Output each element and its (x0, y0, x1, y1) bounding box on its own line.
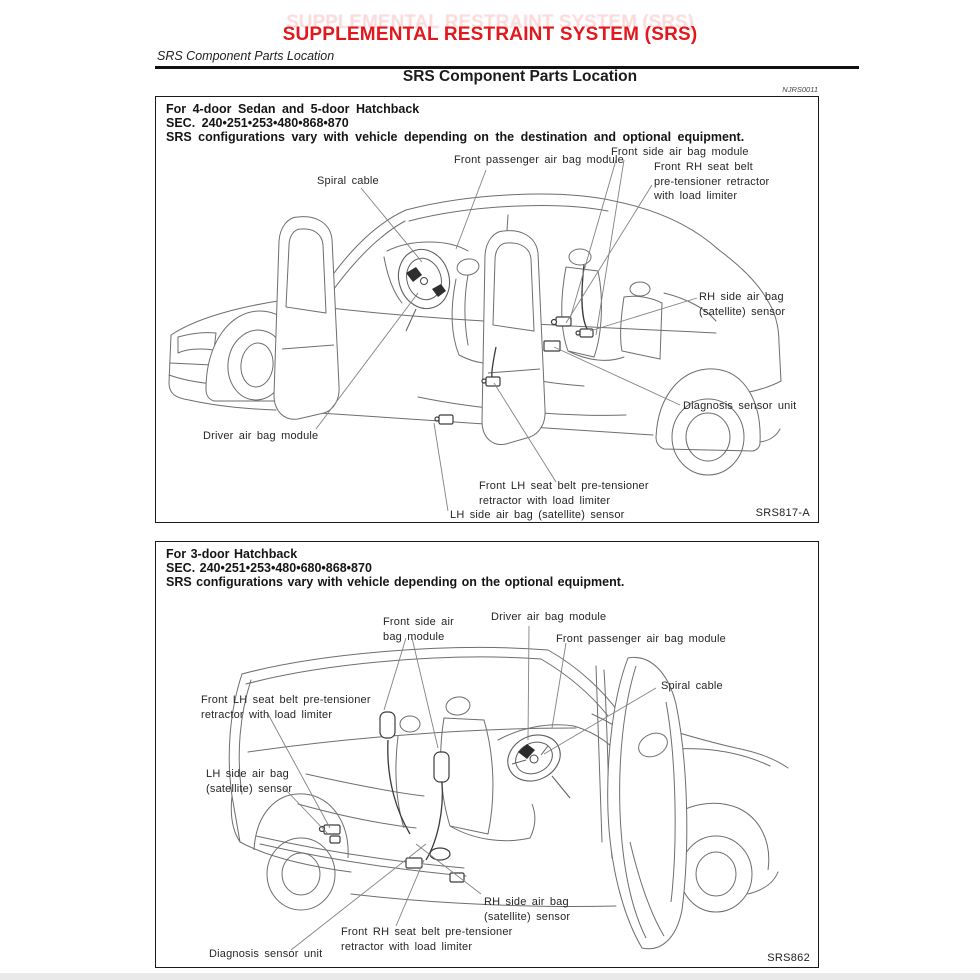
figure2-code: SRS862 (767, 952, 810, 964)
label-front-lh-pretensioner: Front LH seat belt pre-tensioner retract… (201, 694, 371, 721)
label-front-side-airbag: Front side air bag module (383, 616, 454, 643)
label-front-side-airbag: Front side air bag module (611, 146, 749, 158)
label-driver-airbag: Driver air bag module (203, 430, 319, 442)
label-lh-side-sensor: LH side air bag (satellite) sensor (206, 768, 293, 795)
label-front-passenger-airbag: Front passenger air bag module (556, 633, 726, 645)
reference-code: NJRS0011 (782, 85, 818, 94)
figure-sedan: For 4-door Sedan and 5-door Hatchback SE… (155, 96, 819, 523)
figure1-title: For 4-door Sedan and 5-door Hatchback (166, 102, 420, 116)
srs-components (318, 711, 465, 883)
sedan-diagram (168, 159, 782, 512)
leader-lines (315, 159, 698, 512)
open-rear-door (481, 230, 546, 446)
label-front-lh-pretensioner: Front LH seat belt pre-tensioner retract… (479, 480, 649, 507)
label-rh-side-sensor: RH side air bag (satellite) sensor (699, 291, 786, 318)
label-front-rh-pretensioner: Front RH seat belt pre-tensioner retract… (341, 926, 513, 953)
page-title-ghost: SUPPLEMENTAL RESTRAINT SYSTEM (SRS) (286, 12, 694, 33)
breadcrumb: SRS Component Parts Location (157, 49, 335, 63)
label-driver-airbag: Driver air bag module (491, 611, 607, 623)
label-diagnosis-unit: Diagnosis sensor unit (683, 400, 797, 412)
page-edge (0, 973, 980, 980)
label-rh-side-sensor: RH side air bag (satellite) sensor (484, 896, 571, 923)
label-diagnosis-unit: Diagnosis sensor unit (209, 948, 323, 960)
hatchback-diagram (228, 625, 789, 951)
figure2-note: SRS configurations vary with vehicle dep… (166, 575, 625, 589)
figure2-section: SEC. 240•251•253•480•680•868•870 (166, 561, 372, 575)
label-spiral-cable: Spiral cable (317, 175, 379, 187)
leader-lines (267, 625, 657, 951)
page-title: SUPPLEMENTAL RESTRAINT SYSTEM (SRS) (282, 24, 698, 45)
figure-hatchback: For 3-door Hatchback SEC. 240•251•253•48… (155, 541, 819, 968)
figure1-section: SEC. 240•251•253•480•868•870 (166, 116, 349, 130)
figure2-title: For 3-door Hatchback (166, 547, 298, 561)
steering-wheel (507, 734, 571, 799)
label-lh-side-sensor: LH side air bag (satellite) sensor (450, 509, 625, 521)
figure1-code: SRS817-A (755, 507, 810, 519)
label-front-rh-pretensioner: Front RH seat belt pre-tensioner retract… (654, 161, 770, 202)
header-rule (155, 66, 859, 69)
open-front-door (273, 216, 340, 420)
label-spiral-cable: Spiral cable (661, 680, 723, 692)
steering-wheel (397, 248, 451, 332)
srs-components (434, 316, 594, 425)
figure1-note: SRS configurations vary with vehicle dep… (166, 130, 745, 144)
open-door (607, 656, 688, 950)
label-front-passenger-airbag: Front passenger air bag module (454, 154, 624, 166)
section-heading: SRS Component Parts Location (402, 68, 638, 85)
seats (395, 696, 536, 842)
